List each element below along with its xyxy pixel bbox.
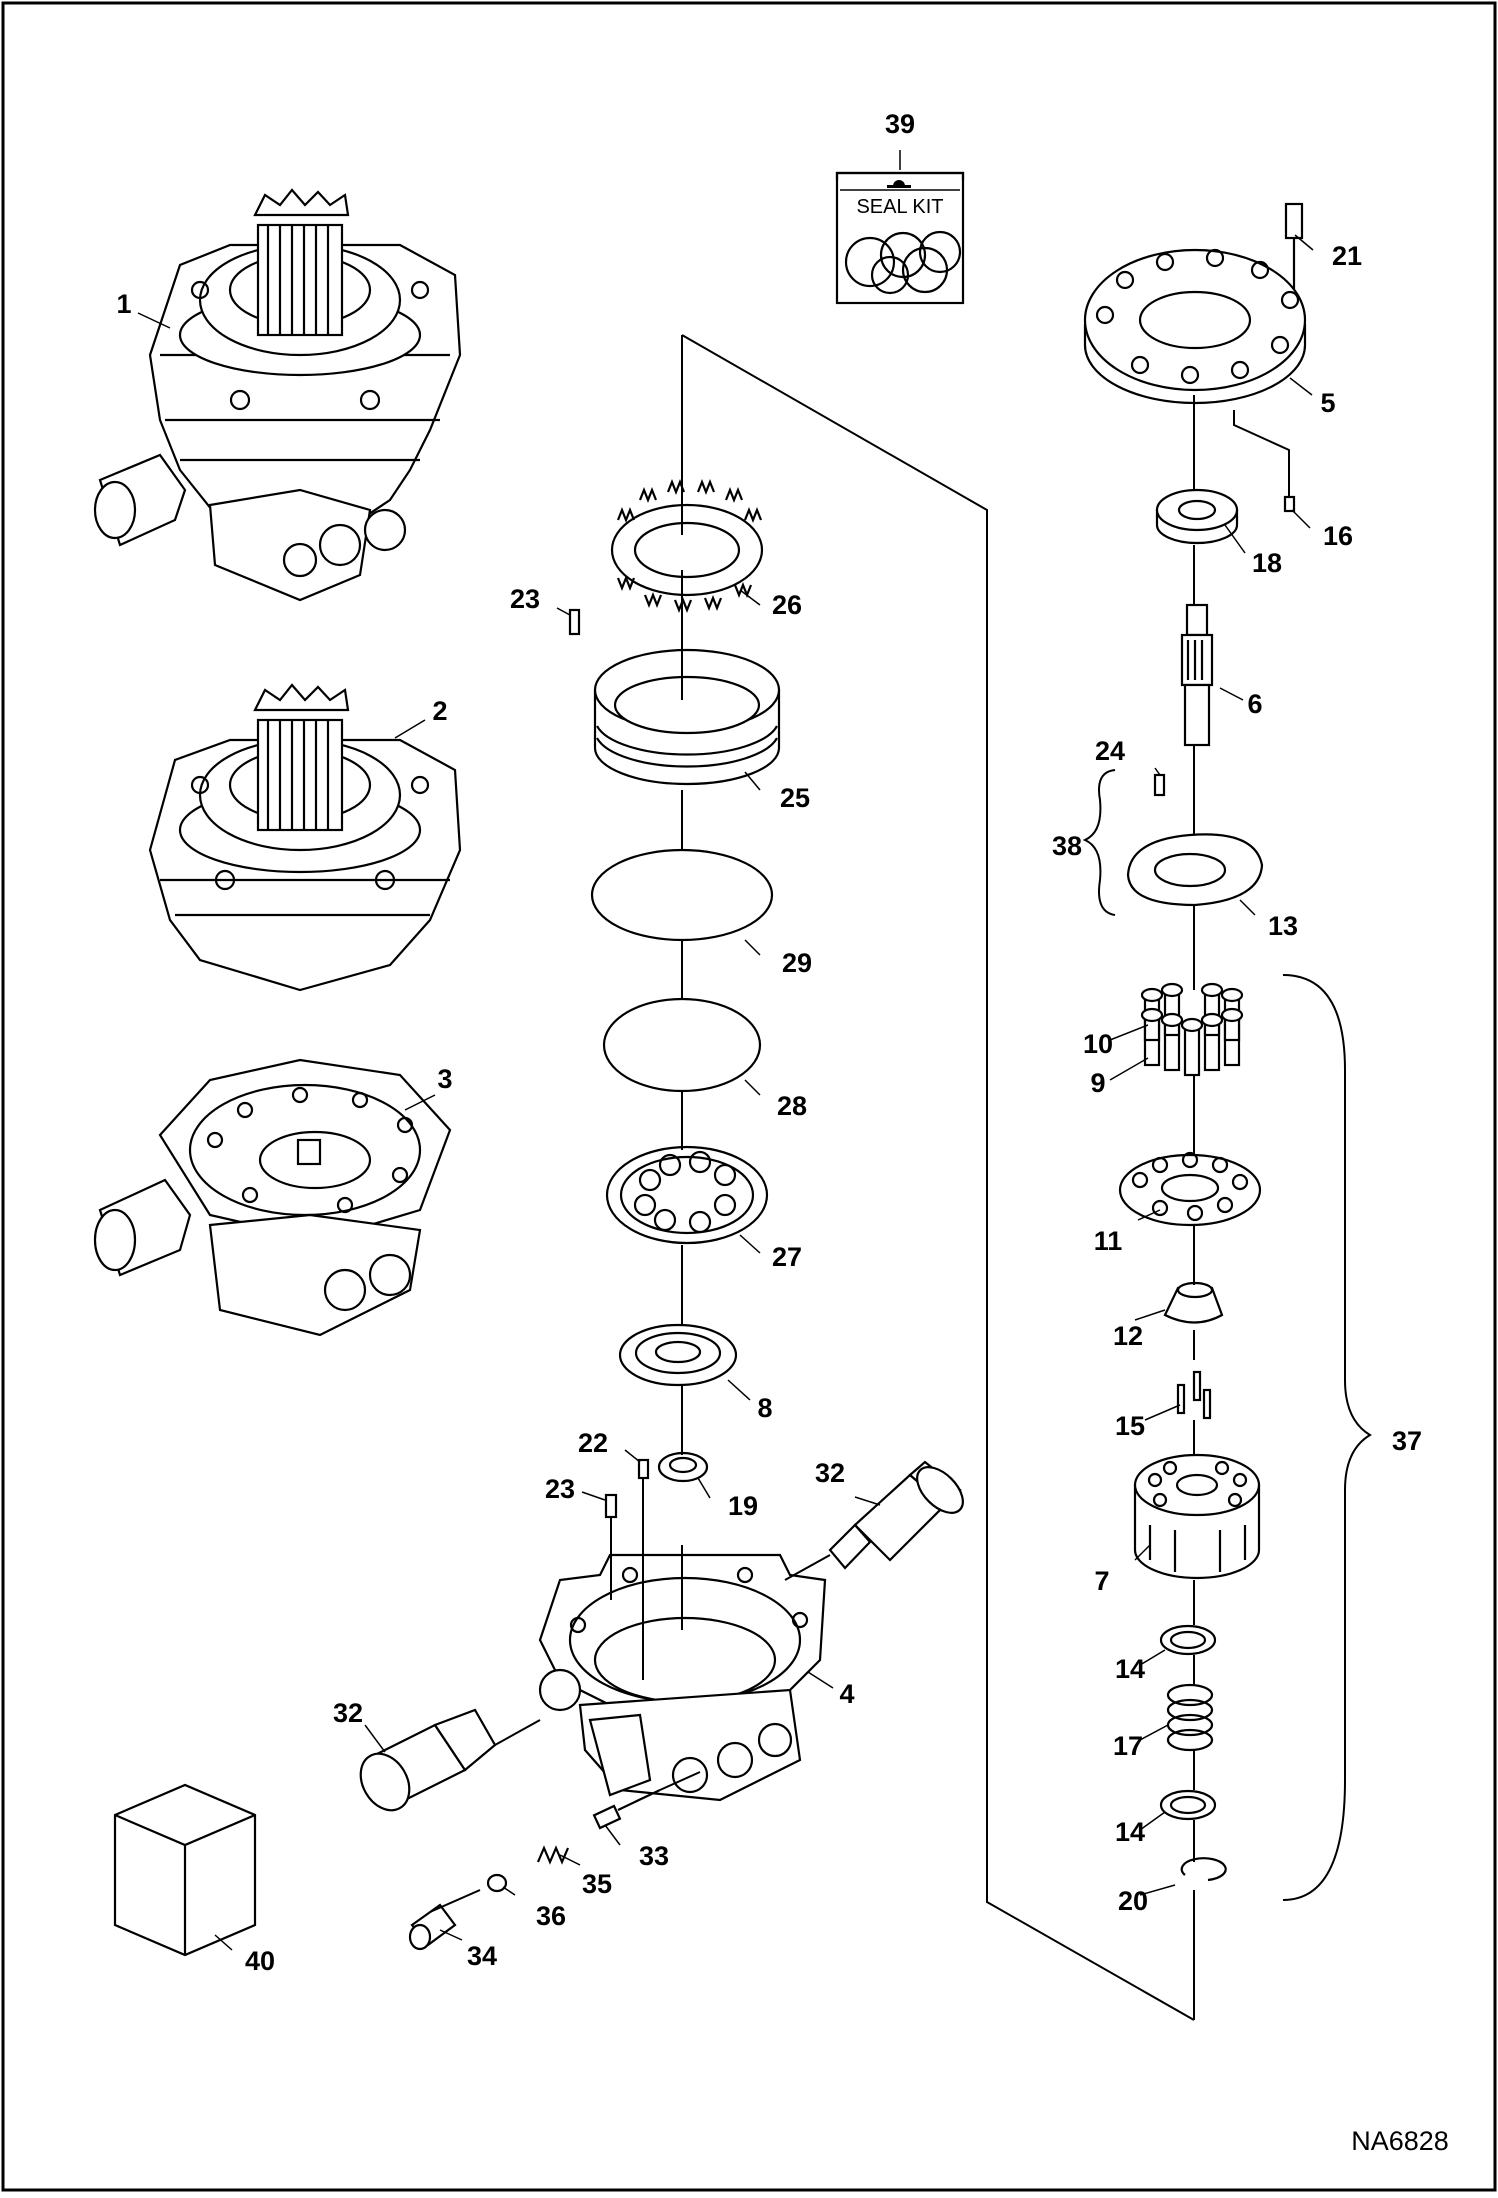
callout-8: 8 <box>757 1393 772 1423</box>
seal-kit-39: SEAL KIT <box>835 171 965 305</box>
callout-25: 25 <box>780 783 810 813</box>
callout-19: 19 <box>728 1491 758 1521</box>
seal-kit-label: SEAL KIT <box>856 196 943 218</box>
callout-16: 16 <box>1323 521 1353 551</box>
callout-17: 17 <box>1113 1731 1143 1761</box>
pin-23-upper <box>568 608 581 636</box>
callout-40: 40 <box>245 1946 275 1976</box>
callout-9: 9 <box>1090 1068 1105 1098</box>
piston-25 <box>593 648 781 786</box>
leader-lines <box>137 150 1314 1951</box>
callout-3: 3 <box>437 1064 452 1094</box>
bearing-8 <box>618 1323 738 1387</box>
callout-34: 34 <box>467 1941 497 1971</box>
pin-22-center <box>637 1458 650 1480</box>
callout-36: 36 <box>536 1901 566 1931</box>
snap-ring-20 <box>1180 1857 1227 1882</box>
callout-5: 5 <box>1320 388 1335 418</box>
callout-38: 38 <box>1052 831 1082 861</box>
callout-28: 28 <box>777 1091 807 1121</box>
spring-17 <box>1166 1683 1214 1752</box>
washer-14-upper <box>1159 1624 1217 1656</box>
motor-assembly-1 <box>93 188 462 602</box>
callout-27: 27 <box>772 1242 802 1272</box>
callout-24: 24 <box>1095 736 1125 766</box>
seal-19 <box>657 1451 709 1483</box>
o-ring-28 <box>602 997 762 1093</box>
callout-32-left: 32 <box>333 1698 363 1728</box>
callout-11: 11 <box>1094 1226 1123 1256</box>
callout-23-lower: 23 <box>545 1474 575 1504</box>
callout-15: 15 <box>1115 1411 1145 1441</box>
callout-20: 20 <box>1118 1886 1148 1916</box>
callout-21: 21 <box>1332 241 1362 271</box>
swash-plate-13 <box>1126 833 1264 907</box>
cylinder-block-7 <box>1133 1453 1261 1580</box>
kit-box-40 <box>113 1783 257 1957</box>
pin-23-lower <box>604 1493 618 1519</box>
callout-23-upper: 23 <box>510 584 540 614</box>
callout-6: 6 <box>1247 689 1262 719</box>
callout-2: 2 <box>432 696 447 726</box>
callout-39: 39 <box>885 109 915 139</box>
callout-10: 10 <box>1083 1029 1113 1059</box>
spring-35 <box>536 1845 570 1865</box>
motor-housing-2 <box>148 683 462 992</box>
friction-disc-27 <box>605 1145 769 1245</box>
callout-7: 7 <box>1094 1566 1109 1596</box>
callout-35: 35 <box>582 1869 612 1899</box>
callout-37: 37 <box>1392 1426 1422 1456</box>
plug-33 <box>592 1789 661 1830</box>
spring-ring-26 <box>610 479 764 613</box>
callout-12: 12 <box>1113 1321 1143 1351</box>
group-brackets <box>1082 769 1372 1901</box>
cover-plate-5 <box>1083 248 1307 405</box>
o-ring-29 <box>590 848 774 942</box>
callout-13: 13 <box>1268 911 1298 941</box>
o-ring-36 <box>486 1873 508 1893</box>
callout-14-lower: 14 <box>1115 1817 1145 1847</box>
callout-32-right: 32 <box>815 1458 845 1488</box>
pin-24 <box>1153 773 1166 797</box>
callout-18: 18 <box>1252 548 1282 578</box>
callout-1: 1 <box>116 289 131 319</box>
callout-4: 4 <box>839 1679 854 1709</box>
pin-16 <box>1283 495 1296 513</box>
relief-valve-32-right <box>828 1460 964 1570</box>
callout-14-upper: 14 <box>1115 1654 1145 1684</box>
washer-14-lower <box>1159 1789 1217 1821</box>
assembly-center-lines <box>429 334 1290 2021</box>
bearing-18 <box>1155 488 1239 545</box>
callout-33: 33 <box>639 1841 669 1871</box>
motor-assembly-3 <box>93 1058 452 1337</box>
ball-guide-12 <box>1163 1281 1224 1324</box>
shaft-6 <box>1180 603 1214 747</box>
pins-15 <box>1176 1370 1212 1420</box>
retainer-plate-11 <box>1118 1151 1262 1227</box>
pistons-9-10 <box>1140 982 1244 1077</box>
callout-29: 29 <box>782 948 812 978</box>
callout-26: 26 <box>772 590 802 620</box>
callout-labels: 1 2 3 4 5 6 7 8 9 10 11 12 13 14 14 15 1… <box>116 109 1422 1976</box>
callout-22: 22 <box>578 1428 608 1458</box>
relief-valve-32-left <box>359 1708 497 1812</box>
drawing-number: NA6828 <box>1351 2126 1449 2156</box>
